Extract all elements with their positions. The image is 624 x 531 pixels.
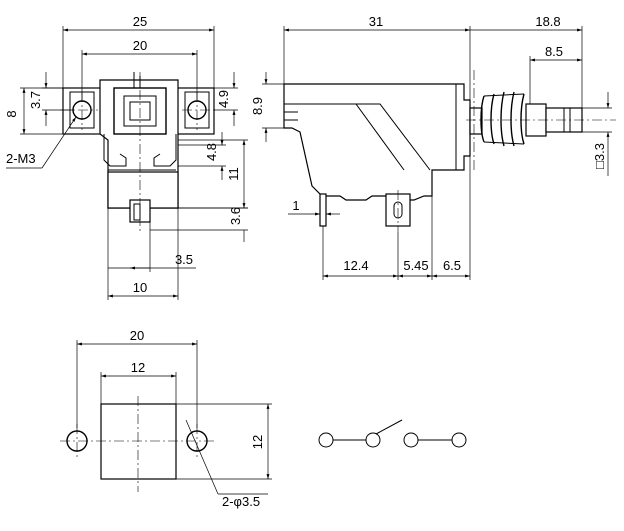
- dim-front-mid-gap: 4.8: [204, 143, 219, 161]
- dim-side-pin-spacing-3: 6.5: [443, 258, 461, 273]
- dim-side-pin-spacing-1: 12.4: [343, 258, 368, 273]
- dim-front-top-offset: 4.9: [216, 90, 231, 108]
- dim-front-pin-offset: 3.5: [175, 252, 193, 267]
- dim-front-width-mount: 20: [133, 38, 147, 53]
- dim-side-plunger-square: □3.3: [592, 143, 607, 169]
- dim-cutout-square-height: 12: [250, 435, 265, 449]
- side-pin-1: [319, 193, 327, 227]
- label-cutout-holes: 2-φ3.5: [222, 494, 260, 509]
- front-view: 25 20 8 3.7 4.9 4.8 11: [4, 14, 248, 300]
- side-view: 31 18.8 8.5 8.9 □3.3 1 12.4 5.4: [250, 14, 616, 280]
- cutout-square: [100, 403, 177, 480]
- side-housing: [283, 83, 471, 201]
- label-mount-holes: 2-M3: [6, 151, 36, 166]
- dim-side-plunger-tip: 8.5: [545, 44, 563, 59]
- dim-side-plunger-length: 18.8: [535, 14, 560, 29]
- dim-front-width-total: 25: [133, 14, 147, 29]
- dim-front-base-width: 10: [133, 280, 147, 295]
- switch-symbol: [318, 419, 467, 448]
- dim-cutout-square-width: 12: [131, 360, 145, 375]
- dim-front-pin-height: 3.6: [228, 207, 243, 225]
- dim-front-body-height: 11: [226, 167, 241, 181]
- dim-side-pin-thickness: 1: [292, 198, 299, 213]
- dim-front-flange-height: 8: [4, 110, 19, 117]
- dim-front-hole-offset: 3.7: [28, 91, 43, 109]
- dim-side-body-height: 8.9: [250, 97, 265, 115]
- dim-side-body-length: 31: [369, 14, 383, 29]
- dim-cutout-hole-spacing: 20: [130, 328, 144, 343]
- panel-cutout-view: 20 12 12 2-φ3.5: [60, 328, 272, 509]
- plunger-spring: [480, 91, 525, 147]
- dim-side-pin-spacing-2: 5.45: [403, 258, 428, 273]
